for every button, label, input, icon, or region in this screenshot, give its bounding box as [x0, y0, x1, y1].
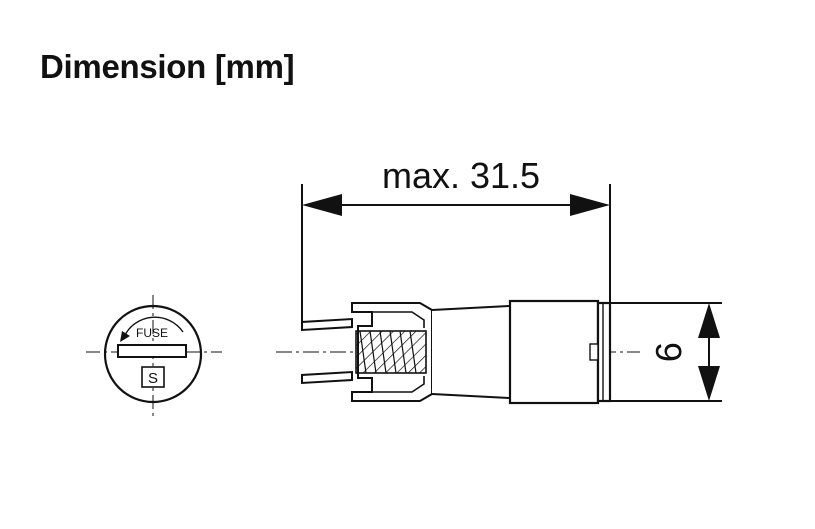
rotation-arrow-icon — [123, 316, 184, 338]
diameter-arrow-bottom — [698, 366, 720, 401]
tube-body — [431, 304, 511, 400]
cap-body — [508, 299, 600, 405]
fuse-label: FUSE — [136, 326, 168, 340]
clip-inner-top — [372, 311, 425, 328]
length-arrow-left — [302, 194, 342, 216]
cap-slot — [589, 343, 599, 361]
symbol-box — [141, 366, 165, 388]
diameter-label: 9 — [648, 342, 689, 362]
end-view-outer-circle — [103, 304, 203, 404]
terminal-top — [301, 317, 353, 332]
end-view: FUSE S — [86, 295, 222, 418]
symbol-label: S — [148, 370, 158, 387]
terminal-bottom — [301, 370, 353, 385]
spring-coils — [359, 330, 417, 374]
length-arrow-right — [570, 194, 610, 216]
rotation-arrowhead-icon — [120, 331, 130, 342]
fuse-slot — [117, 344, 187, 358]
diameter-arrow-top — [698, 303, 720, 338]
page-title: Dimension [mm] — [40, 48, 295, 85]
clip-inner-bottom — [372, 376, 425, 393]
side-view: max. 31.5 9 — [276, 155, 722, 405]
length-label: max. 31.5 — [382, 155, 540, 196]
cap-rim — [596, 301, 612, 403]
